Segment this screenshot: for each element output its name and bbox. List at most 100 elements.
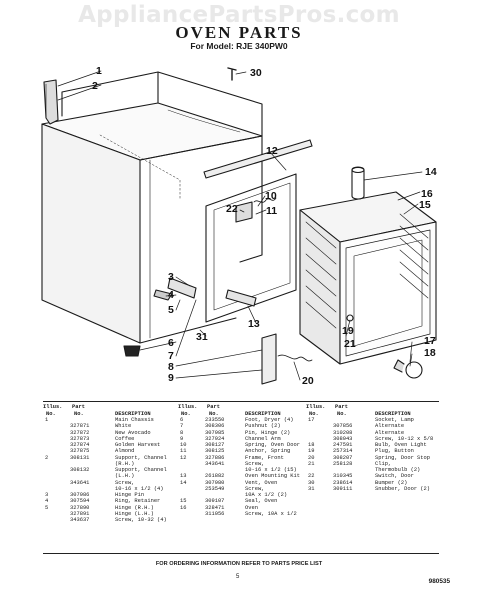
callout-19: 19: [342, 325, 354, 337]
row-description: Bumper (2): [375, 479, 408, 486]
row-part-no: 308207: [333, 454, 353, 461]
row-illus-no: 13: [180, 473, 187, 480]
row-part-no: 327886: [205, 454, 225, 461]
row-part-no: 343641: [70, 479, 90, 486]
row-part-no: 307594: [70, 498, 90, 505]
page-title: OVEN PARTS: [175, 23, 303, 42]
row-illus-no: 9: [180, 435, 184, 442]
table-row: (L.H.): [43, 473, 178, 479]
row-description: Thermobulb (2): [375, 467, 421, 473]
row-description: 10-16 x 1/2 (4): [115, 485, 164, 492]
row-description: Bulb, Oven Light: [375, 442, 427, 448]
row-part-no: 309111: [333, 485, 353, 492]
main-chassis: [41, 71, 263, 344]
row-part-no: 253549: [205, 485, 225, 492]
front-frame: [203, 139, 313, 323]
row-illus-no: 21: [308, 460, 315, 467]
row-part-no: 307980: [205, 479, 225, 486]
row-part-no: 327874: [70, 442, 90, 448]
row-part-no: 327873: [70, 435, 90, 442]
row-illus-no: 8: [180, 429, 184, 436]
row-part-no: 310345: [333, 473, 353, 480]
model-subtitle: For Model: RJE 340PW0: [190, 41, 288, 51]
row-description: Alternate: [375, 423, 405, 430]
row-part-no: 307985: [205, 429, 225, 436]
row-description: Snubber, Door (2): [375, 485, 430, 492]
callout-4: 4: [168, 289, 174, 301]
row-description: (R.H.): [115, 460, 135, 467]
row-part-no: 308043: [333, 435, 353, 442]
row-description: Oven: [245, 504, 258, 511]
row-description: Support, Channel: [115, 467, 167, 473]
row-illus-no: 11: [180, 448, 187, 455]
header-no: No.: [181, 410, 191, 417]
table-bottom-rule: [43, 553, 439, 554]
document-number: 980535: [428, 578, 450, 585]
row-part-no: 257314: [333, 448, 353, 455]
row-illus-no: 14: [180, 479, 187, 486]
row-part-no: 327891: [70, 510, 90, 517]
header-illus: Illus.: [43, 403, 63, 410]
callout-2: 2: [92, 80, 98, 92]
row-description: Alternate: [375, 429, 405, 436]
row-description: (L.H.): [115, 473, 135, 480]
row-illus-no: 7: [180, 423, 184, 430]
callout-5: 5: [168, 304, 174, 316]
row-description: Ring, Retainer: [115, 498, 161, 505]
row-description: Main Chassis: [115, 417, 154, 423]
row-part-no: 308125: [205, 448, 225, 455]
callout-9: 9: [168, 372, 174, 384]
callout-11: 11: [266, 205, 277, 217]
row-description: Anchor, Spring: [245, 448, 291, 455]
row-part-no: 343641: [205, 460, 225, 467]
callout-21: 21: [344, 338, 356, 350]
row-part-no: 308306: [205, 423, 225, 430]
table-header: Illus. No. Part No. DESCRIPTION: [43, 403, 178, 417]
row-illus-no: 20: [308, 454, 315, 461]
header-part: Part: [72, 403, 85, 410]
oven-cavity: [299, 191, 437, 365]
row-description: Frame, Front: [245, 454, 284, 461]
row-description: New Avocado: [115, 429, 151, 436]
header-part-no: No.: [209, 410, 219, 417]
table-row: 310208 Alternate: [306, 430, 440, 436]
row-illus-no: 3: [45, 492, 49, 498]
row-part-no: 261882: [205, 473, 225, 480]
callout-31: 31: [196, 331, 208, 343]
row-part-no: 258128: [333, 460, 353, 467]
row-description: Vent, Oven: [245, 479, 278, 486]
row-description: Screw,: [245, 485, 265, 492]
row-description: Channel Arm: [245, 435, 281, 442]
row-illus-no: 18: [308, 442, 315, 448]
row-illus-no: 15: [180, 498, 187, 505]
row-description: Hinge (L.H.): [115, 510, 154, 517]
row-description: Almond: [115, 448, 135, 455]
callout-20: 20: [302, 375, 314, 387]
row-part-no: 310208: [333, 429, 353, 436]
header-part-no: No.: [337, 410, 347, 417]
row-part-no: 327872: [70, 429, 90, 436]
row-description: Oven Mounting Kit: [245, 473, 300, 480]
table-row: 327891 Hinge (L.H.): [43, 511, 178, 517]
callout-1: 1: [96, 65, 102, 77]
table-header: Illus. No. Part No. DESCRIPTION: [306, 403, 440, 417]
table-row: 10-16 x 1/2 (4): [43, 486, 178, 492]
table-row: 253549 Screw,: [178, 486, 306, 492]
